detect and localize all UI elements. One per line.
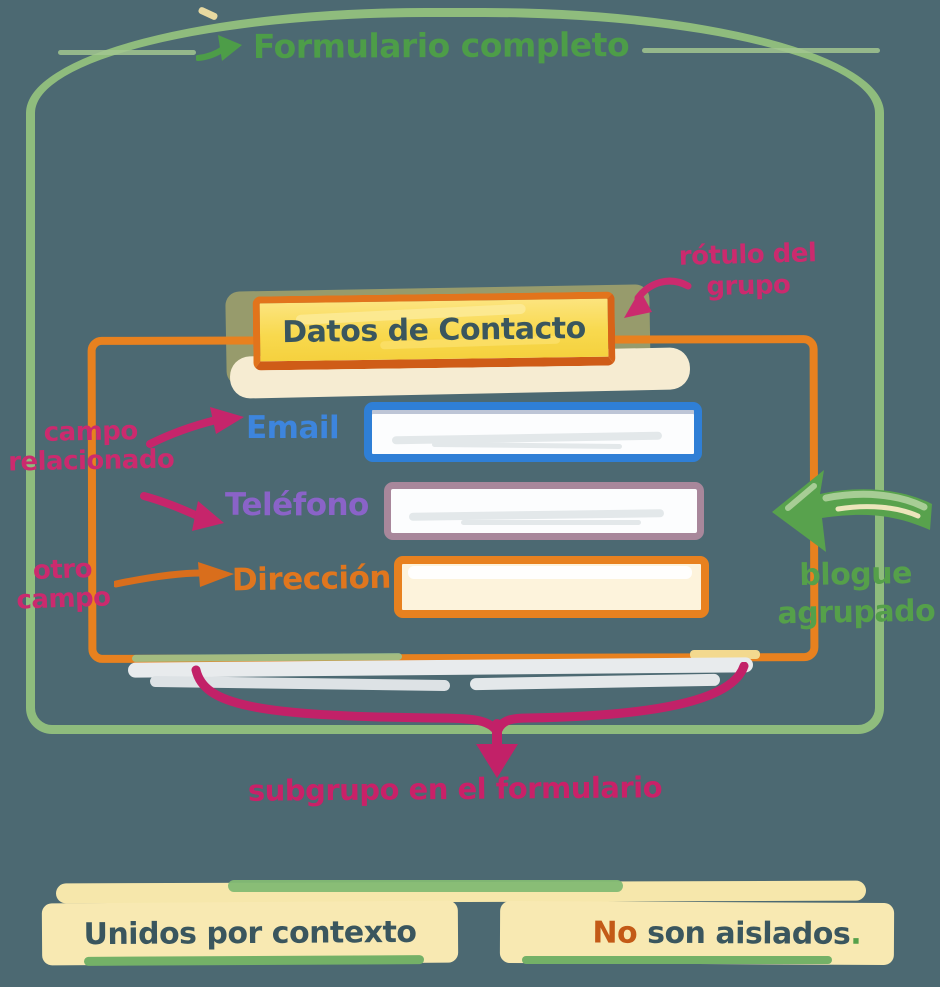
brace-down-arrow-icon — [191, 662, 749, 778]
footer-left-text: Unidos por contexto — [83, 914, 417, 952]
annotation-other-field: otro campo — [1, 554, 125, 616]
arrow-to-email-icon — [146, 407, 244, 448]
group-legend: Datos de Contacto — [252, 291, 616, 371]
scribble-stroke — [431, 442, 623, 449]
address-label: Dirección — [231, 559, 392, 599]
footer-right-text: son aislados — [637, 915, 851, 952]
scribble-stroke — [690, 650, 760, 659]
form-title: Formulario completo — [252, 25, 630, 66]
annotation-line: agrupado — [777, 593, 936, 631]
phone-input[interactable] — [384, 482, 704, 540]
annotation-related-field: campo relacionado — [0, 416, 182, 477]
scribble-stroke — [197, 6, 219, 21]
arrow-to-phone-icon — [140, 492, 224, 531]
annotation-line: relacionado — [7, 444, 175, 478]
scribble-stroke — [522, 956, 832, 964]
email-input[interactable] — [364, 402, 702, 462]
email-label: Email — [246, 410, 340, 446]
scribble-stroke — [408, 566, 692, 579]
annotation-line: campo — [43, 416, 139, 448]
annotation-subgroup: subgrupo en el formulario — [247, 770, 663, 808]
address-input[interactable] — [394, 556, 709, 618]
arrow-right-icon — [196, 35, 242, 61]
annotation-line: blogue — [799, 556, 913, 593]
footer-period: . — [850, 916, 862, 952]
group-legend-text: Datos de Contacto — [282, 310, 586, 350]
annotation-line: rótulo del — [678, 238, 817, 272]
scribble-stroke — [228, 880, 623, 892]
phone-label: Teléfono — [225, 487, 369, 523]
scribble-stroke — [461, 520, 641, 525]
arrow-to-legend-icon — [624, 277, 692, 318]
form-outline-frame — [26, 8, 884, 734]
annotation-line: campo — [15, 582, 111, 616]
arrow-to-address-icon — [114, 562, 234, 588]
footer-emphasis: No — [592, 914, 638, 951]
banner-line-left — [58, 50, 196, 55]
scribble-stroke — [83, 955, 425, 966]
annotation-grouped-block: blogue agrupado — [769, 555, 940, 633]
banner-line-right — [642, 48, 880, 53]
arrow-to-group-icon — [772, 470, 932, 552]
